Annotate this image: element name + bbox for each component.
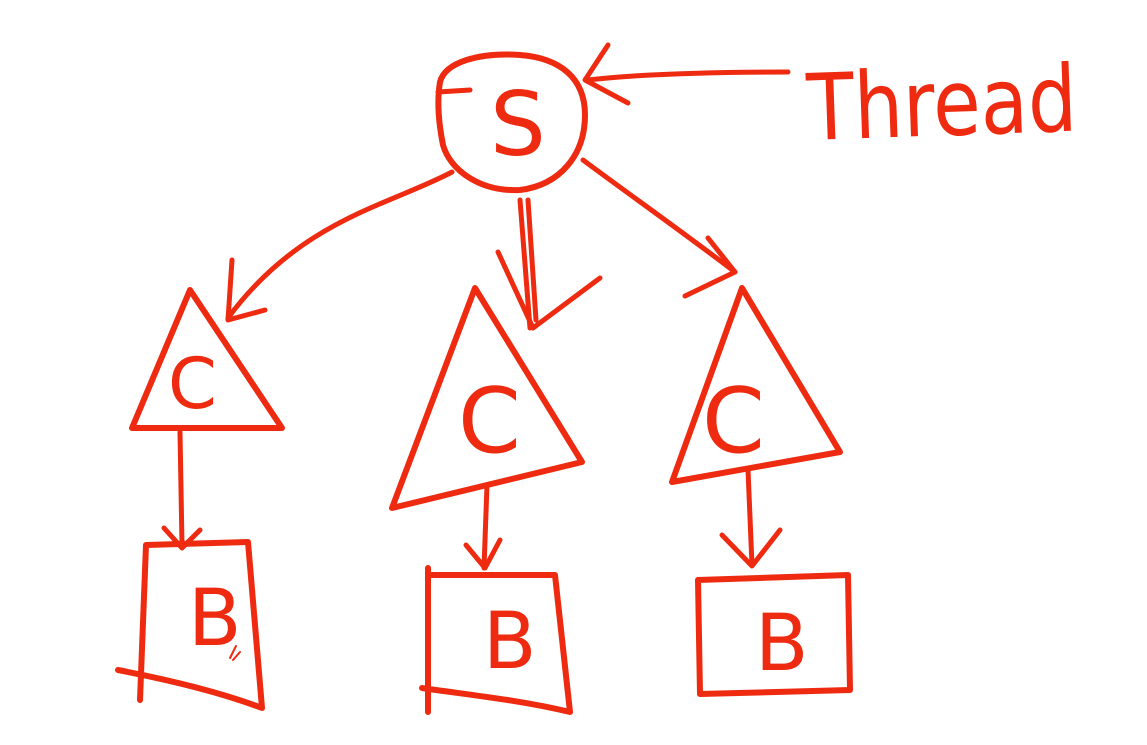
leaf-node-b-1: B xyxy=(115,539,265,711)
thread-arrowhead xyxy=(582,42,631,106)
box-b-1 xyxy=(115,539,265,711)
edges-children-to-boxes xyxy=(161,429,783,571)
edge-s-to-c1 xyxy=(225,169,455,321)
root-circle-tick xyxy=(435,87,473,95)
child-label-c-2: C xyxy=(458,369,521,474)
edge-s-to-c2-double xyxy=(525,197,539,323)
edge-c3-to-b3-head xyxy=(719,527,783,569)
root-node-s: S xyxy=(435,51,588,194)
edge-s-to-c2-head xyxy=(495,249,603,331)
child-node-c-1: C xyxy=(129,287,285,431)
pen-cursor-icon xyxy=(229,645,241,661)
child-label-c-1: C xyxy=(168,343,217,425)
edge-s-to-c1-head xyxy=(225,257,268,323)
root-circle xyxy=(435,51,588,194)
triangle-c-1 xyxy=(129,287,285,431)
leaf-label-b-2: B xyxy=(483,597,537,687)
edges-root-to-children xyxy=(225,157,738,331)
edge-c2-to-b2-head xyxy=(463,537,503,571)
triangle-c-3 xyxy=(669,285,843,485)
child-node-c-3: C xyxy=(669,285,843,485)
edge-c2-to-b2 xyxy=(481,482,490,571)
child-label-c-3: C xyxy=(702,369,765,474)
child-node-c-2: C xyxy=(389,285,585,511)
edge-c1-to-b1 xyxy=(177,429,185,548)
edge-c1-to-b1-head xyxy=(161,525,203,551)
edge-s-to-c3 xyxy=(580,157,738,275)
edge-s-to-c3-head xyxy=(682,235,738,299)
thread-label: Thread xyxy=(804,46,1078,162)
box-b-2 xyxy=(419,565,573,715)
leaf-node-b-2: B xyxy=(419,565,573,715)
leaf-node-b-3: B xyxy=(695,572,853,697)
root-label: S xyxy=(490,73,546,176)
thread-annotation: Thread xyxy=(582,42,1079,162)
leaf-label-b-1: B xyxy=(188,574,242,664)
edge-s-to-c2 xyxy=(517,197,533,331)
thread-arrow-line xyxy=(585,69,791,83)
leaf-label-b-3: B xyxy=(755,599,809,689)
box-b-3 xyxy=(695,572,853,697)
edge-c3-to-b3 xyxy=(745,467,755,568)
